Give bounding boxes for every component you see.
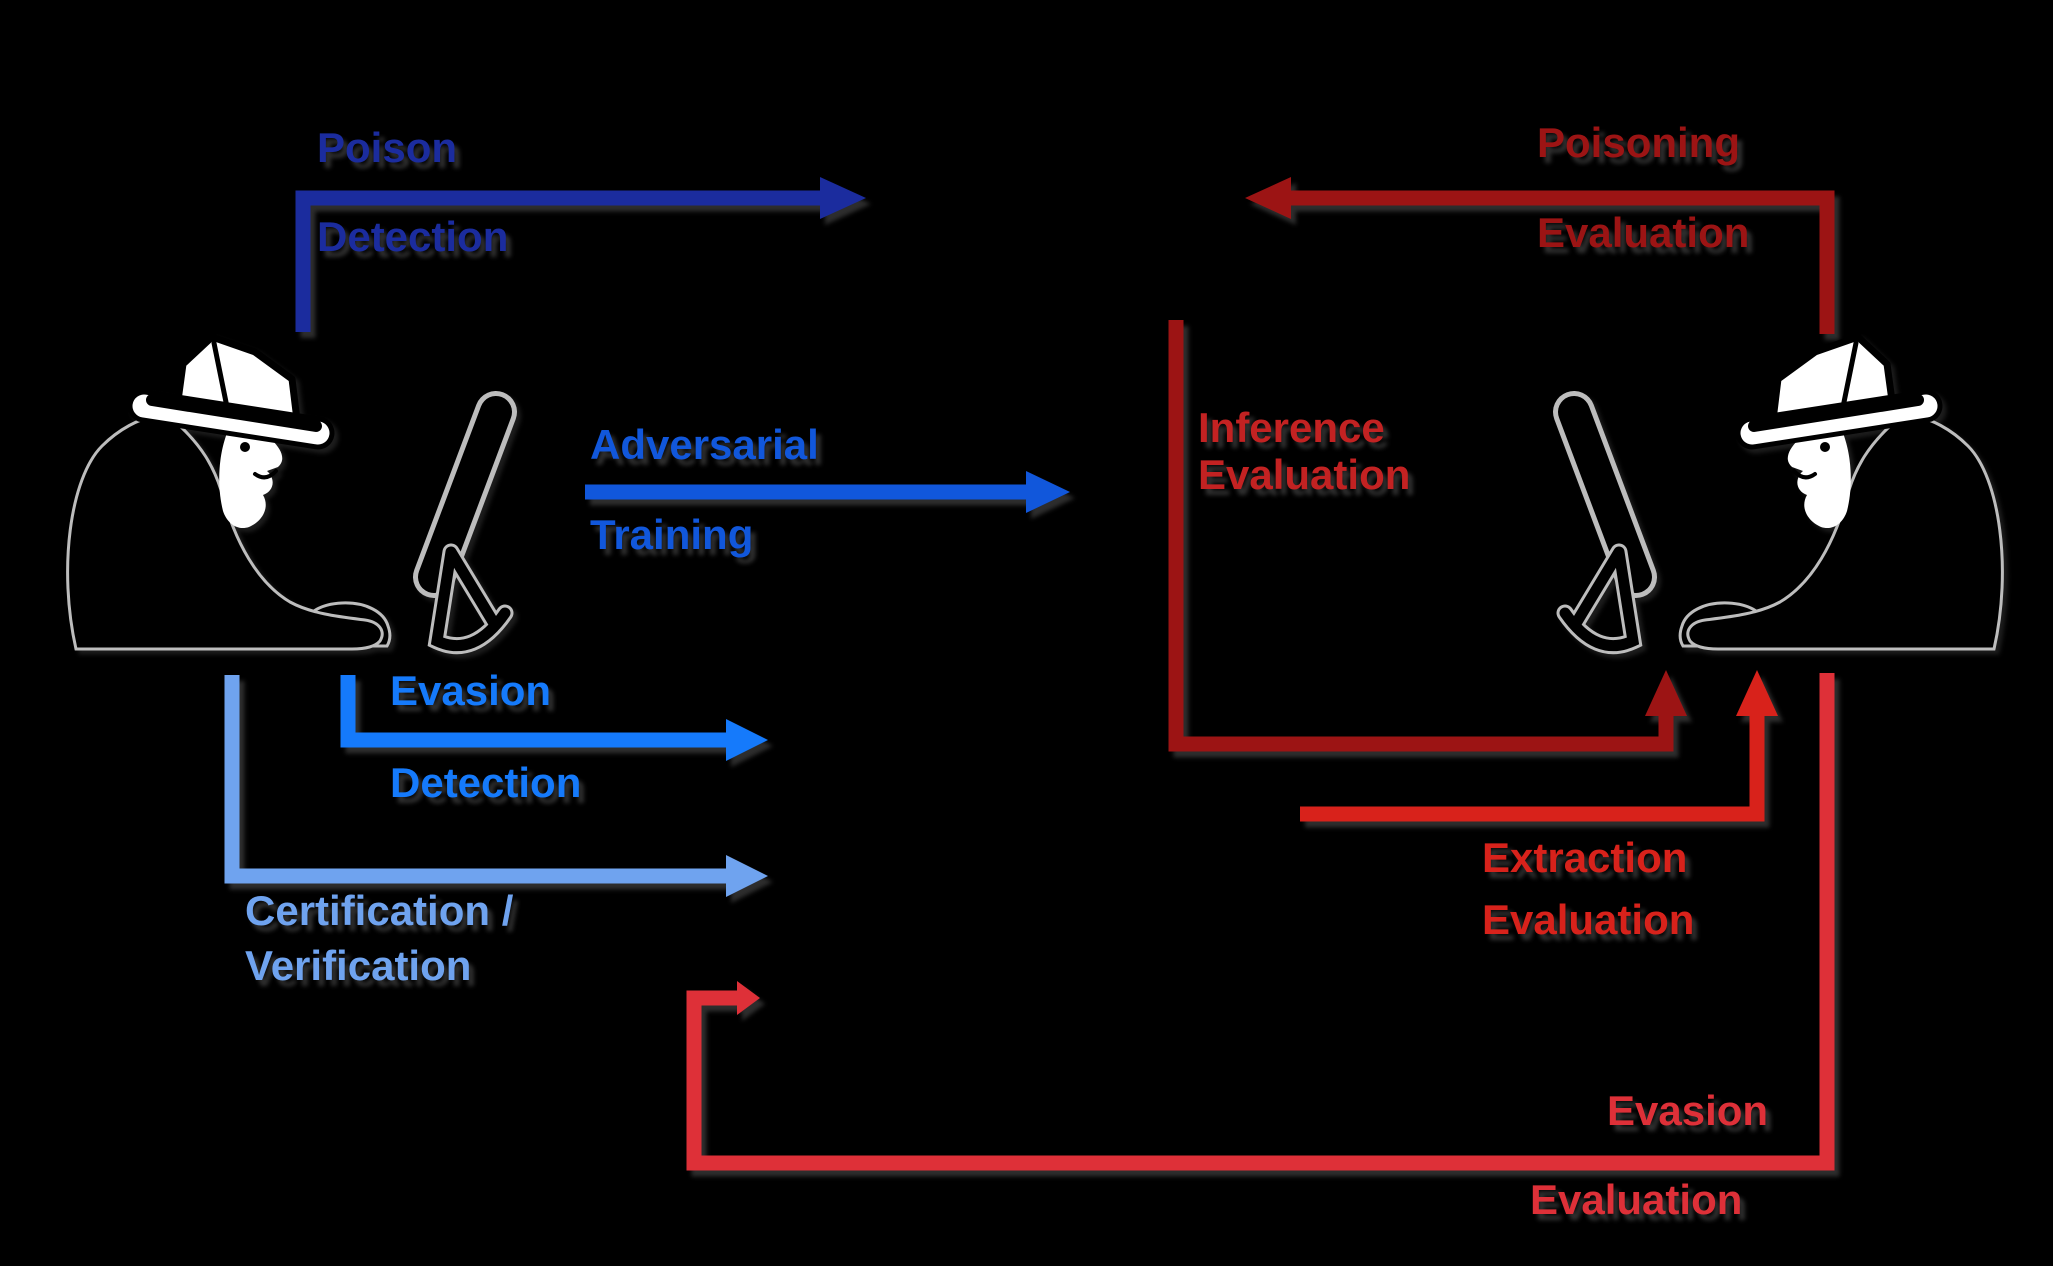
- label-extraction: Extraction: [1482, 834, 1688, 881]
- inference-evaluation-arrow: [1168, 320, 1687, 752]
- evasion-evaluation-arrow: [686, 673, 1835, 1171]
- certification-verification-arrow: [224, 675, 768, 897]
- label-inference-evaluation: Evaluation: [1198, 451, 1411, 498]
- evasion-detection-arrow: [340, 675, 768, 761]
- label-certification: Certification /: [245, 887, 514, 934]
- defender-figure: [68, 337, 505, 649]
- label-poisoning: Poisoning: [1537, 119, 1740, 166]
- label-evasion-evaluation: Evaluation: [1530, 1176, 1743, 1223]
- arrow-layer: [224, 177, 1835, 1171]
- label-verification: Verification: [245, 942, 472, 989]
- extraction-evaluation-arrow: [1300, 670, 1778, 822]
- poison-detection-arrow: [295, 177, 866, 332]
- attacker-figure: [1565, 337, 2002, 649]
- label-poison: Poison: [317, 124, 458, 171]
- adversarial-training-arrow: [585, 471, 1070, 513]
- label-poison-detection: Detection: [317, 213, 509, 260]
- label-evasion-red: Evasion: [1607, 1087, 1769, 1134]
- label-evasion-blue: Evasion: [390, 667, 552, 714]
- label-extraction-evaluation: Evaluation: [1482, 896, 1695, 943]
- poisoning-evaluation-arrow: [1245, 177, 1835, 334]
- label-inference: Inference: [1198, 404, 1385, 451]
- label-poisoning-evaluation: Evaluation: [1537, 209, 1750, 256]
- label-detection-blue: Detection: [390, 759, 582, 806]
- label-training: Training: [590, 511, 754, 558]
- label-adversarial: Adversarial: [590, 421, 819, 468]
